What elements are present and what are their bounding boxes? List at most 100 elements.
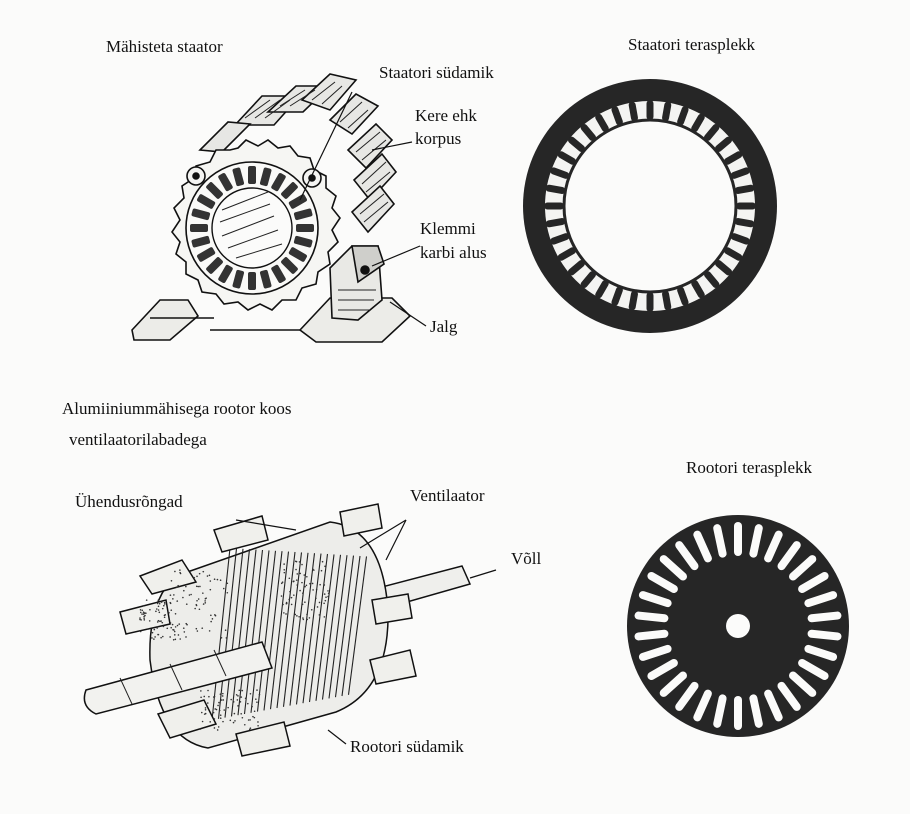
stipple-dot: [281, 581, 284, 583]
rotor-slot: [713, 524, 727, 558]
stipple-dot: [303, 574, 306, 576]
stipple-dot: [256, 689, 258, 691]
stipple-dot: [280, 595, 283, 597]
stipple-dot: [145, 612, 147, 614]
rotor-bar: [237, 549, 257, 716]
stipple-dot: [195, 627, 198, 630]
stipple-dot: [176, 624, 179, 627]
stipple-dot: [235, 693, 238, 696]
stipple-dot: [183, 589, 185, 592]
stipple-dot: [206, 575, 209, 577]
rotor-fan-blades: [119, 503, 417, 757]
rotor-bar: [315, 554, 335, 701]
stipple-dot: [155, 610, 157, 613]
rotor-slot: [675, 541, 699, 571]
stator-lamination-illustration: [523, 79, 777, 333]
stipple-dot: [159, 620, 161, 623]
stator-slot: [715, 260, 733, 276]
stipple-dot: [241, 716, 244, 719]
stipple-dot: [221, 695, 224, 697]
label-rotor-title-line1: Alumiiniummähisega rootor koos: [62, 399, 292, 418]
stipple-dot: [163, 616, 166, 619]
stipple-dot: [185, 585, 187, 588]
stipple-dot: [174, 612, 177, 615]
stipple-dot: [204, 707, 207, 709]
stator-slot: [595, 113, 609, 132]
stipple-dot: [160, 636, 162, 639]
stipple-dot: [162, 625, 165, 628]
rotor-slot: [647, 572, 678, 593]
stipple-dot: [183, 631, 186, 633]
stator-leader-lines: [299, 91, 427, 327]
rotor-shaft-left: [83, 641, 274, 715]
stipple-dot: [158, 611, 161, 614]
stator-slot: [646, 100, 654, 120]
stipple-dot: [239, 701, 242, 703]
rotor-core-body: [149, 521, 389, 749]
stator-slot: [611, 106, 623, 126]
stipple-dot: [199, 728, 202, 730]
stator-slot: [730, 233, 750, 245]
stipple-dot: [327, 595, 329, 598]
stipple-dot: [249, 727, 252, 729]
stipple-dot: [295, 579, 298, 581]
stipple-dot: [240, 712, 242, 715]
rotor-slot: [788, 555, 817, 581]
stipple-dot: [288, 598, 290, 601]
stipple-dot: [163, 601, 166, 604]
stipple-dot: [139, 611, 142, 614]
stipple-dot: [204, 602, 207, 604]
housing-foot-left: [131, 299, 200, 341]
stipple-dot: [243, 723, 246, 726]
stipple-dot: [213, 695, 216, 698]
stipple-dot: [202, 603, 205, 605]
stipple-dot: [319, 583, 321, 586]
rotor-slot: [659, 555, 688, 581]
rotor-bar: [334, 555, 355, 698]
stipple-dot: [217, 704, 219, 707]
stipple-dot: [211, 618, 214, 620]
stipple-dot: [206, 702, 209, 704]
stipple-dot: [208, 574, 211, 577]
stator-tooth: [191, 208, 211, 221]
stipple-dot: [296, 584, 299, 586]
stipple-dot: [309, 582, 311, 585]
rotor-slot: [693, 689, 712, 722]
rotor-bar: [321, 554, 342, 700]
stipple-dot: [282, 603, 284, 606]
stipple-dot: [198, 608, 201, 611]
stator-slot: [557, 151, 576, 165]
stipple-dot: [222, 692, 224, 695]
housing-cooling-fins: [198, 73, 398, 234]
label-rotor-core: Rootori südamik: [350, 737, 464, 756]
stipple-dot: [199, 585, 201, 588]
rotor-bar: [308, 553, 329, 703]
stipple-dot: [222, 587, 225, 590]
stator-slot: [628, 101, 638, 122]
stipple-dot: [237, 695, 239, 697]
rotor-stippling: [139, 560, 330, 731]
stipple-dot: [229, 719, 232, 722]
stipple-dot: [148, 620, 151, 622]
stipple-dot: [200, 711, 203, 714]
stipple-dot: [215, 708, 218, 711]
stipple-dot: [222, 720, 224, 723]
rotor-slot: [634, 629, 669, 641]
stipple-dot: [209, 580, 212, 582]
stator-tooth: [197, 194, 216, 209]
stipple-dot: [316, 606, 319, 608]
stipple-dot: [156, 626, 159, 628]
stipple-dot: [203, 713, 206, 715]
stipple-dot: [149, 608, 151, 611]
stipple-dot: [160, 620, 162, 622]
stipple-dot: [155, 608, 158, 610]
stipple-dot: [219, 693, 222, 695]
rotor-bar: [269, 551, 290, 710]
stator-housing-illustration: [131, 73, 427, 343]
stator-slot: [734, 184, 755, 194]
stipple-dot: [283, 612, 285, 614]
rotor-bar: [250, 550, 270, 713]
stipple-dot: [226, 582, 229, 585]
stipple-dot: [205, 597, 207, 599]
stipple-dot: [216, 578, 219, 581]
